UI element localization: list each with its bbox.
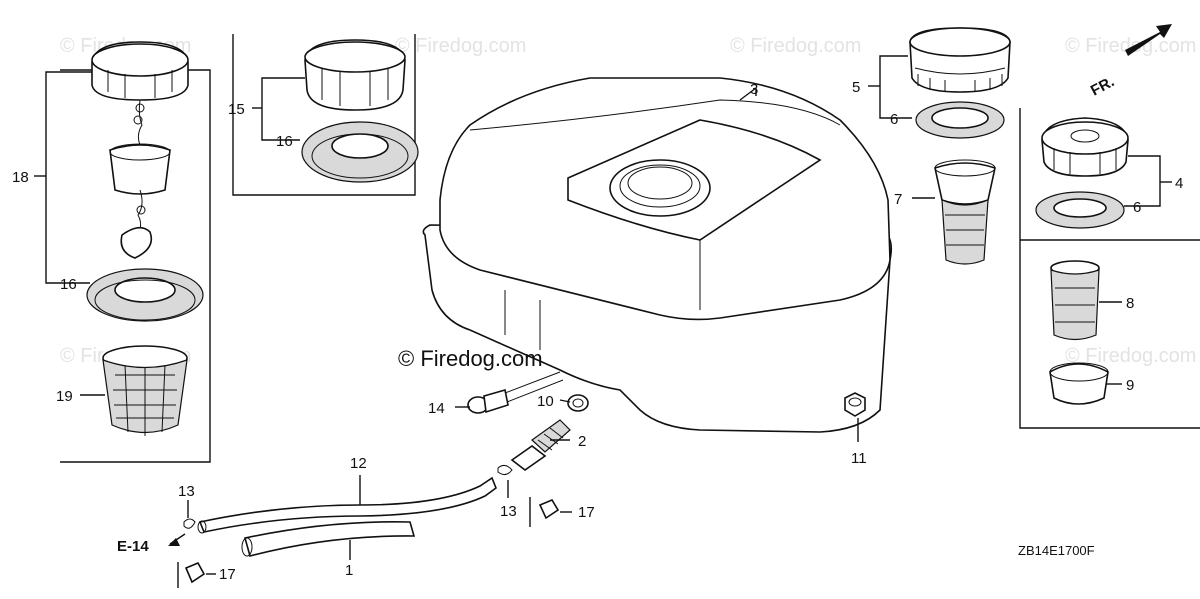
clamp-17-right — [529, 497, 572, 527]
callout-6: 6 — [890, 111, 898, 128]
clamp-17-left — [177, 561, 216, 588]
strainer-8 — [1050, 260, 1100, 341]
callout-19: 19 — [56, 388, 73, 405]
watermark-text: © Firedog.com — [730, 35, 861, 57]
strainer-ring-9 — [1049, 362, 1109, 405]
fuel-tank-3 — [422, 77, 893, 433]
callout-5: 5 — [852, 79, 860, 96]
callout-17-right: 17 — [578, 504, 595, 521]
callout-14: 14 — [428, 400, 445, 417]
gasket-6 — [915, 101, 1005, 139]
callout-17-left: 17 — [219, 566, 236, 583]
callout-8: 8 — [1126, 295, 1134, 312]
watermark-text: © Firedog.com — [395, 35, 526, 57]
fuel-tube-1 — [241, 521, 416, 557]
watermark-text: © Firedog.com — [1065, 345, 1196, 367]
strainer-7 — [934, 159, 996, 265]
callout-13-right: 13 — [500, 503, 517, 520]
callout-12: 12 — [350, 455, 367, 472]
diagram-code: ZB14E1700F — [1018, 543, 1095, 558]
callout-15: 15 — [228, 101, 245, 118]
callout-11: 11 — [851, 450, 867, 467]
clip-13-right — [497, 464, 513, 476]
group-box-upper — [232, 34, 416, 196]
section-ref-arrow-icon — [168, 533, 186, 546]
drain-plug-11 — [844, 392, 866, 417]
callout-1: 1 — [345, 562, 353, 579]
front-arrow-icon — [1125, 24, 1172, 56]
section-ref-label: E-14 — [117, 538, 149, 555]
fuel-tube-12 — [197, 476, 497, 534]
callout-3: 3 — [750, 81, 758, 98]
fuel-cap-4 — [1041, 117, 1129, 177]
callout-2: 2 — [578, 433, 586, 450]
watermark-center: © Firedog.com — [398, 346, 543, 371]
watermark-text: © Firedog.com — [1065, 35, 1196, 57]
fuel-cap-assembly-18 — [34, 41, 204, 436]
callout-4: 4 — [1175, 175, 1183, 192]
callout-16: 16 — [60, 276, 77, 293]
gasket-6-right — [1035, 191, 1125, 229]
group-box-right — [1019, 108, 1200, 429]
callout-6-right: 6 — [1133, 199, 1141, 216]
callout-9: 9 — [1126, 377, 1134, 394]
washer-10 — [567, 394, 589, 412]
fuel-cap-15 — [252, 39, 419, 183]
front-label: FR. — [1088, 73, 1117, 99]
callout-18: 18 — [12, 169, 29, 186]
callout-7: 7 — [894, 191, 902, 208]
fuel-cap-5 — [909, 27, 1011, 93]
callout-10: 10 — [537, 393, 554, 410]
bolt-14 — [467, 371, 564, 414]
callout-16-upper: 16 — [276, 133, 293, 150]
callout-13-left: 13 — [178, 483, 195, 500]
clip-13-left — [183, 518, 196, 529]
fuel-valve-2 — [510, 419, 571, 471]
